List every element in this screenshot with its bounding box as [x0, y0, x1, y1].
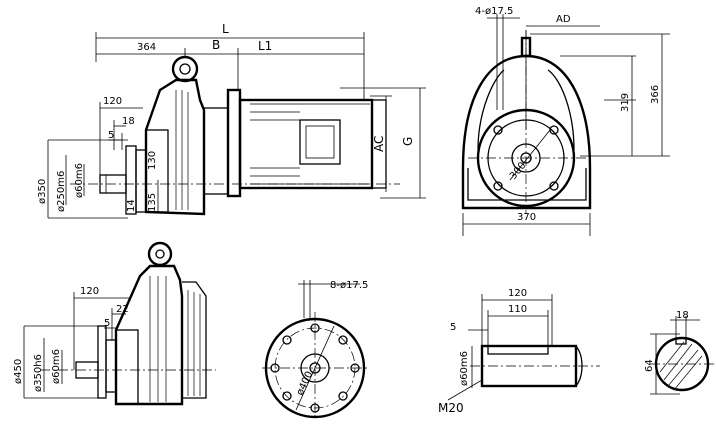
bottom-gear-housing — [114, 264, 184, 406]
dim-d400: ø400 — [295, 370, 316, 398]
dim-370: 370 — [517, 212, 536, 223]
key-section-hatch — [659, 341, 703, 391]
front-view-top: L 364 B L1 120 18 5 130 135 14 ø350 ø250… — [37, 22, 426, 219]
side-view-top: 4-ø17.5 AD 319 366 300 370 — [461, 6, 670, 236]
bottom-large-flange — [97, 325, 107, 399]
dim-130: 130 — [147, 151, 158, 170]
lifting-eye — [171, 55, 199, 83]
dim-b-d450: ø450 — [13, 359, 24, 384]
dim-120: 120 — [103, 96, 122, 107]
motor-flange — [226, 88, 242, 198]
dim-G: G — [401, 137, 415, 146]
bottom-lifting-eye — [147, 241, 173, 267]
dim-s-5: 5 — [450, 322, 456, 333]
dim-319: 319 — [620, 93, 631, 112]
dim-b-5: 5 — [104, 318, 110, 329]
fan-cover — [371, 99, 387, 189]
dim-k-18: 18 — [676, 310, 689, 321]
dim-5: 5 — [108, 130, 114, 141]
front-view-bottom: 120 22 5 ø450 ø350h6 ø60m6 — [13, 241, 216, 406]
shaft-detail: 120 110 5 ø60m6 M20 — [438, 288, 600, 415]
dim-b-d350h6: ø350h6 — [33, 354, 44, 392]
dim-M20: M20 — [438, 401, 464, 415]
dim-s-110: 110 — [508, 304, 527, 315]
dim-s-d60m6: ø60m6 — [459, 351, 470, 386]
dim-B: B — [212, 38, 220, 52]
dim-d350: ø350 — [37, 179, 48, 204]
front-top-dimension-lines — [47, 32, 426, 219]
front-bottom-dimension-lines — [23, 292, 130, 399]
dim-b-d60m6: ø60m6 — [51, 349, 62, 384]
dim-b-22: 22 — [116, 304, 129, 315]
dim-L: L — [222, 22, 229, 36]
dim-135: 135 — [147, 193, 158, 212]
dim-L1: L1 — [258, 39, 272, 53]
dim-d60m6: ø60m6 — [74, 163, 85, 198]
side-top-dimension-lines — [462, 14, 670, 236]
key-section: 18 64 — [644, 310, 714, 395]
dim-8-holes: 8-ø17.5 — [330, 280, 368, 291]
dim-d250m6: ø250m6 — [56, 171, 67, 212]
dim-18: 18 — [122, 116, 135, 127]
dim-AC: AC — [372, 136, 386, 152]
side-housing — [461, 54, 592, 210]
shaft-keyway — [487, 345, 549, 355]
dim-k-64: 64 — [644, 359, 655, 372]
dim-s-120: 120 — [508, 288, 527, 299]
flange-view: 8-ø17.5 ø400 — [262, 280, 368, 420]
dim-4-holes: 4-ø17.5 — [475, 6, 513, 17]
dim-b-120: 120 — [80, 286, 99, 297]
terminal-box — [299, 119, 341, 165]
dim-AD: AD — [556, 14, 571, 25]
dim-14: 14 — [126, 199, 137, 212]
dim-364: 364 — [137, 42, 156, 53]
dim-366: 366 — [650, 85, 661, 104]
